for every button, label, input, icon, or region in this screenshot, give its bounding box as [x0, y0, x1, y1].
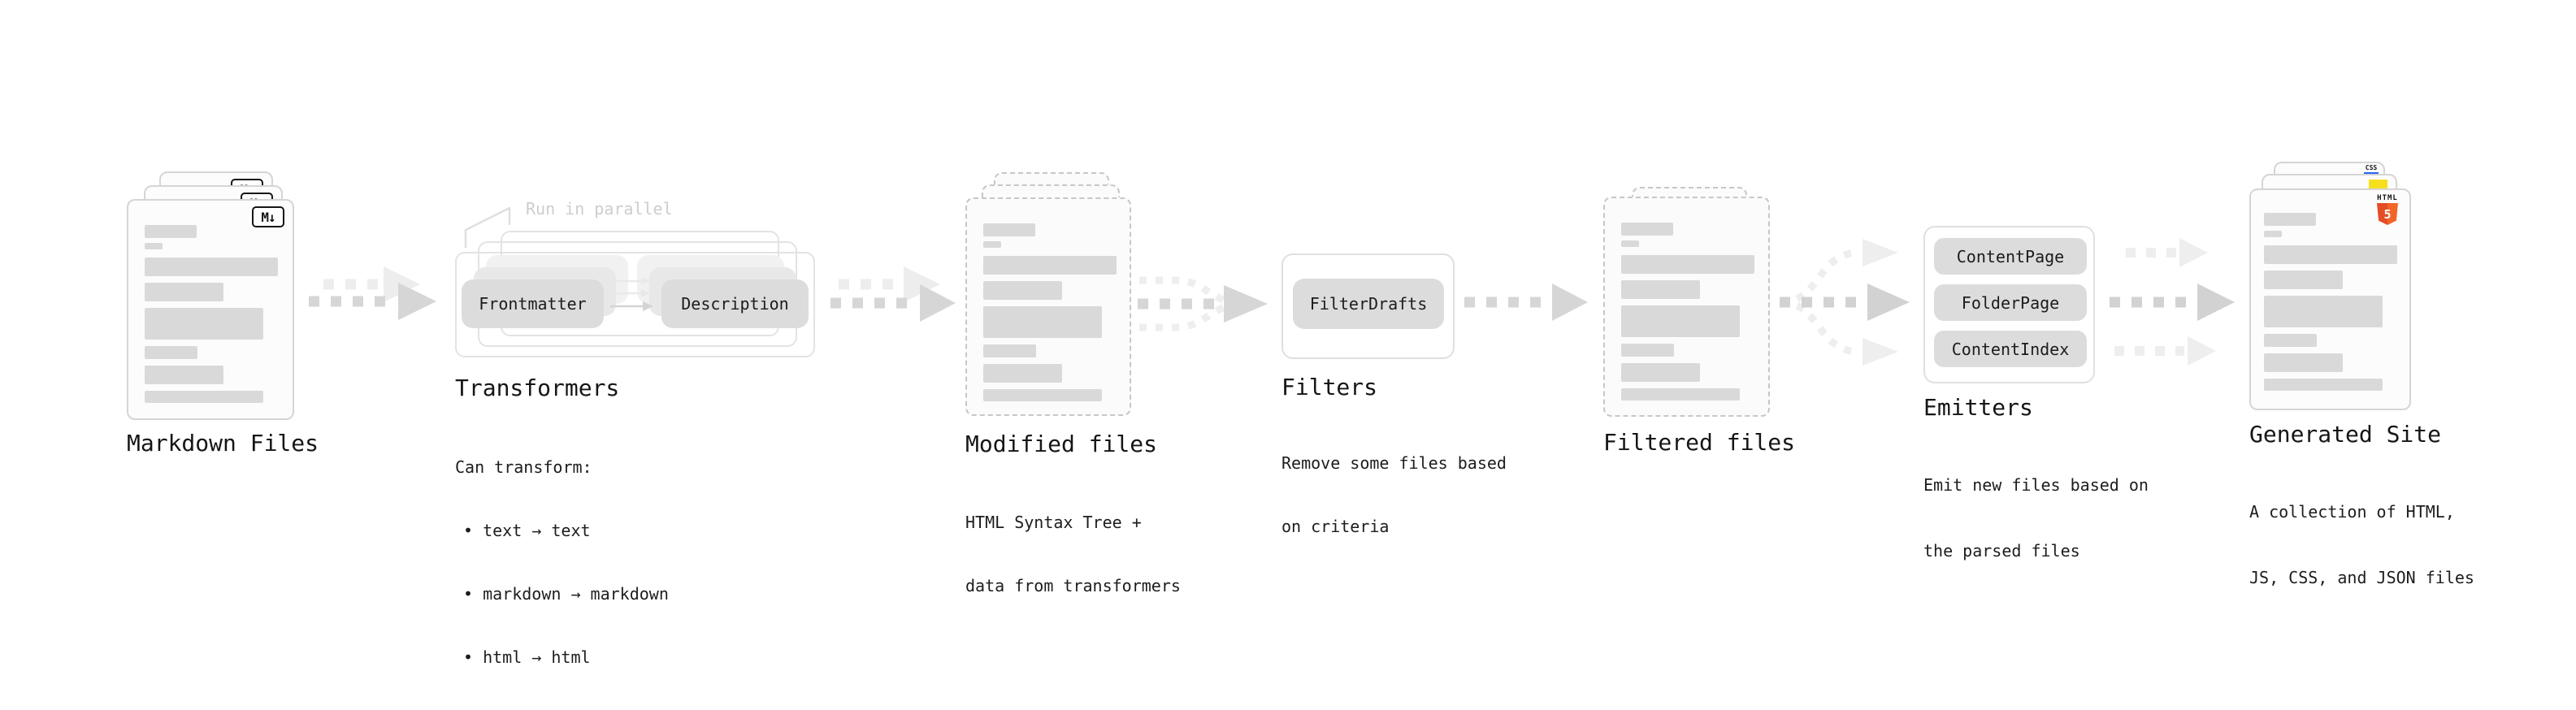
text-line-bar — [1621, 223, 1673, 236]
stage-label-filters: Filters — [1281, 374, 1378, 400]
css-icon-underline — [2364, 172, 2379, 175]
caption-line: Emit new files based on — [1923, 475, 2149, 495]
arrow-filters-to-filtered — [1464, 284, 1588, 321]
css-file-icon: CSS — [2364, 165, 2379, 175]
doc-text-lines — [983, 223, 1117, 401]
html5-icon-shield: 5 — [2377, 203, 2398, 225]
filter-drafts-pill: FilterDrafts — [1293, 279, 1444, 329]
caption-bullet: • markdown → markdown — [463, 584, 669, 604]
text-line-bar — [983, 241, 1001, 248]
modified-file-card-front — [965, 197, 1131, 416]
stage-label-generated-site: Generated Site — [2249, 421, 2442, 448]
text-line-bar — [145, 258, 278, 276]
transformer-frame-front — [455, 252, 815, 357]
caption-line: on criteria — [1281, 517, 1390, 536]
arrow-markdown-to-transformers — [309, 266, 436, 320]
text-line-bar — [145, 366, 223, 384]
text-line-bar — [1621, 388, 1740, 400]
run-in-parallel-annotation: Run in parallel — [526, 199, 673, 219]
folder-page-pill: FolderPage — [1934, 284, 2087, 321]
generated-file-card-front: HTML 5 — [2249, 188, 2411, 410]
content-index-pill: ContentIndex — [1934, 331, 2087, 367]
caption-bullet: • html → html — [463, 647, 591, 667]
caption-line: Can transform: — [455, 457, 592, 477]
content-page-pill: ContentPage — [1934, 238, 2087, 275]
text-line-bar — [1621, 255, 1754, 274]
caption-line: Remove some files based — [1281, 453, 1507, 473]
text-line-bar — [145, 283, 223, 301]
text-line-bar — [145, 346, 197, 359]
doc-text-lines — [1621, 223, 1754, 400]
stage-label-transformers: Transformers — [455, 374, 620, 401]
text-line-bar — [145, 391, 263, 403]
stage-label-markdown-files: Markdown Files — [127, 430, 319, 457]
caption-line: JS, CSS, and JSON files — [2249, 568, 2474, 587]
stage-label-emitters: Emitters — [1923, 394, 2033, 421]
text-line-bar — [983, 344, 1036, 357]
text-line-bar — [145, 308, 263, 340]
css-icon-text: CSS — [2365, 164, 2378, 171]
pipeline-canvas: M↓ M↓ M↓ Markdown Files Run in parallel … — [127, 162, 2474, 667]
frontmatter-pill: Frontmatter — [462, 279, 604, 328]
stage-label-filtered-files: Filtered files — [1603, 429, 1796, 456]
modified-caption: HTML Syntax Tree + data from transformer… — [965, 470, 1181, 639]
caption-bullet: • text → text — [463, 521, 591, 540]
js-file-icon — [2369, 180, 2387, 190]
text-line-bar — [983, 281, 1062, 300]
markdown-file-card-front: M↓ — [127, 199, 294, 420]
text-line-bar — [983, 306, 1102, 338]
doc-text-lines — [2264, 213, 2397, 391]
text-line-bar — [2264, 334, 2317, 347]
text-line-bar — [2264, 213, 2316, 226]
text-line-bar — [1621, 305, 1740, 337]
arrow-emitters-to-generated — [2110, 238, 2235, 366]
arrow-modified-to-filters — [1138, 276, 1268, 331]
text-line-bar — [2264, 353, 2343, 372]
text-line-bar — [1621, 240, 1639, 247]
filtered-file-card-front — [1603, 197, 1770, 417]
arrow-transformers-to-modified — [830, 266, 956, 322]
text-line-bar — [145, 243, 163, 249]
text-line-bar — [1621, 344, 1674, 357]
text-line-bar — [2264, 271, 2343, 289]
generated-caption: A collection of HTML, JS, CSS, and JSON … — [2249, 457, 2474, 633]
text-line-bar — [983, 256, 1117, 275]
filters-caption: Remove some files based on criteria — [1281, 410, 1507, 579]
transformers-caption: Can transform: • text → text • markdown … — [455, 414, 669, 710]
text-line-bar — [1621, 363, 1700, 382]
text-line-bar — [2264, 379, 2383, 391]
caption-line: the parsed files — [1923, 541, 2080, 561]
emitters-caption: Emit new files based on the parsed files — [1923, 431, 2149, 606]
stage-label-modified-files: Modified files — [965, 431, 1158, 457]
text-line-bar — [2264, 245, 2397, 264]
html5-icon-text: HTML — [2377, 194, 2398, 202]
text-line-bar — [983, 223, 1035, 236]
text-line-bar — [145, 225, 197, 238]
text-line-bar — [2264, 231, 2282, 237]
caption-line: HTML Syntax Tree + — [965, 513, 1142, 532]
doc-text-lines — [145, 225, 278, 403]
text-line-bar — [2264, 296, 2383, 327]
text-line-bar — [1621, 280, 1700, 299]
text-line-bar — [983, 364, 1062, 383]
html5-file-icon: HTML 5 — [2375, 194, 2400, 225]
markdown-icon: M↓ — [252, 206, 284, 227]
arrow-filtered-to-emitters — [1780, 239, 1910, 366]
text-line-bar — [983, 389, 1102, 401]
description-pill: Description — [661, 279, 809, 328]
caption-line: data from transformers — [965, 576, 1181, 595]
caption-line: A collection of HTML, — [2249, 502, 2455, 522]
